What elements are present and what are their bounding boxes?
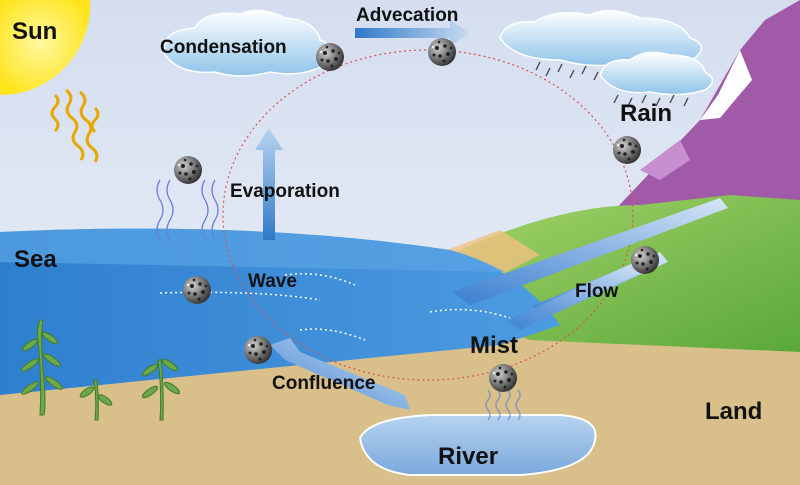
cycle-path [222, 49, 634, 381]
mist-icon [485, 389, 521, 421]
wave-lines [159, 273, 511, 341]
rain-label: Rain [620, 100, 673, 127]
river-body [358, 414, 597, 476]
rain-drops-icon [535, 61, 689, 107]
land-label: Land [705, 398, 763, 425]
sun-icon [0, 0, 91, 96]
advecation-label: Advecation [356, 5, 459, 26]
evaporation-arrow [255, 128, 283, 240]
advection-arrow [355, 20, 470, 46]
vapor-icon [156, 179, 219, 241]
particle-confluence [244, 336, 272, 364]
evaporation-label: Evaporation [230, 181, 340, 202]
particle-evaporation [174, 156, 202, 184]
particle-condensation [316, 43, 344, 71]
particle-flow [631, 246, 659, 274]
particle-advection [428, 38, 456, 66]
particle-wave [183, 276, 211, 304]
condensation-cloud-icon [163, 9, 333, 77]
confluence-label: Confluence [272, 373, 376, 394]
sun-label: Sun [12, 18, 58, 45]
sun-rays-icon [50, 88, 100, 163]
wave-label: Wave [248, 271, 297, 292]
particle-rain [613, 136, 641, 164]
condensation-label: Condensation [160, 37, 287, 58]
sea-label: Sea [14, 246, 57, 273]
confluence-arrow [270, 338, 410, 410]
seaweed-icon [21, 319, 181, 421]
particle-mist [489, 364, 517, 392]
rain-cloud-icon [499, 9, 714, 96]
flow-label: Flow [575, 281, 619, 302]
mist-label: Mist [470, 332, 518, 359]
river-label: River [438, 443, 499, 470]
